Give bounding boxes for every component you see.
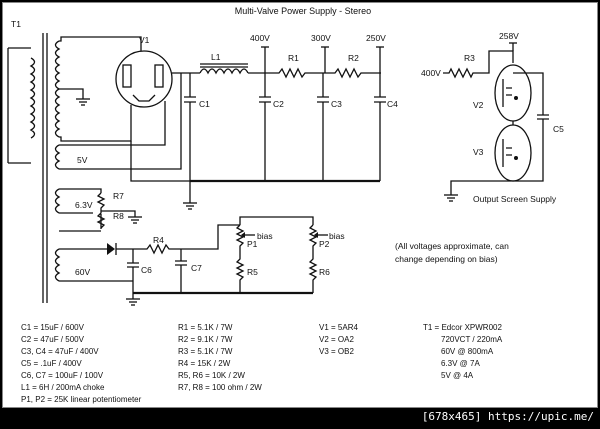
svg-text:V3 = OB2: V3 = OB2 [319,347,354,356]
schematic-diagram: Multi-Valve Power Supply - Stereo T1 V1 [7,6,564,404]
svg-text:R2 = 9.1K / 7W: R2 = 9.1K / 7W [178,335,233,344]
svg-text:Output Screen Supply: Output Screen Supply [473,194,557,204]
svg-text:V2 = OA2: V2 = OA2 [319,335,354,344]
diagram-title: Multi-Valve Power Supply - Stereo [235,6,371,16]
svg-text:R3: R3 [464,53,475,63]
svg-text:T1 = Edcor XPWR002: T1 = Edcor XPWR002 [423,323,502,332]
svg-text:400V: 400V [250,33,270,43]
svg-text:C3, C4 = 47uF / 400V: C3, C4 = 47uF / 400V [21,347,99,356]
capacitor-c2: C2 [259,73,284,181]
svg-text:T1: T1 [11,19,21,29]
capacitor-c7: C7 [175,249,202,293]
capacitor-c4: C4 [374,73,398,181]
parts-col3: V1 = 5AR4 V2 = OA2 V3 = OB2 [319,323,358,356]
ground-main [183,202,197,210]
svg-text:C5: C5 [553,124,564,134]
svg-text:R1 = 5.1K / 7W: R1 = 5.1K / 7W [178,323,233,332]
svg-text:400V: 400V [421,68,441,78]
ground-bias [126,293,140,306]
bottom-bar [0,408,600,429]
capacitor-c3: C3 [317,73,342,181]
svg-text:R5, R6 = 10K / 2W: R5, R6 = 10K / 2W [178,371,245,380]
svg-text:R5: R5 [247,267,258,277]
svg-text:C5 = .1uF / 400V: C5 = .1uF / 400V [21,359,82,368]
transformer-t1: T1 [7,19,61,303]
svg-text:V1 = 5AR4: V1 = 5AR4 [319,323,358,332]
svg-text:6.3V: 6.3V [75,200,93,210]
svg-text:R8: R8 [113,211,124,221]
svg-text:C3: C3 [331,99,342,109]
svg-text:R2: R2 [348,53,359,63]
svg-text:60V: 60V [75,267,90,277]
output-screen-supply: 258V 400V R3 V2 V3 C5 Output Screen Supp… [421,31,564,204]
svg-text:bias: bias [257,231,273,241]
svg-text:5V @ 4A: 5V @ 4A [441,371,474,380]
capacitor-c6: C6 [127,249,152,293]
svg-text:V2: V2 [473,100,484,110]
parts-col4: T1 = Edcor XPWR002 720VCT / 220mA 60V @ … [423,323,503,380]
parts-col2: R1 = 5.1K / 7W R2 = 9.1K / 7W R3 = 5.1K … [178,323,262,392]
svg-text:R4: R4 [153,235,164,245]
svg-text:V3: V3 [473,147,484,157]
svg-text:C2 = 47uF / 500V: C2 = 47uF / 500V [21,335,85,344]
svg-text:258V: 258V [499,31,519,41]
svg-text:V1: V1 [139,35,150,45]
ground-ct [76,98,90,106]
svg-text:5V: 5V [77,155,88,165]
svg-text:R6: R6 [319,267,330,277]
potentiometer-p2: P2 bias [308,224,345,255]
ground-heater [128,216,142,224]
svg-text:P1: P1 [247,239,258,249]
svg-text:720VCT / 220mA: 720VCT / 220mA [441,335,503,344]
svg-text:R7: R7 [113,191,124,201]
svg-text:R4 = 15K / 2W: R4 = 15K / 2W [178,359,231,368]
svg-text:C1: C1 [199,99,210,109]
potentiometer-p1: P1 bias [235,224,273,255]
svg-text:L1 = 6H / 200mA choke: L1 = 6H / 200mA choke [21,383,105,392]
svg-text:C6: C6 [141,265,152,275]
svg-text:R3 = 5.1K / 7W: R3 = 5.1K / 7W [178,347,233,356]
svg-text:L1: L1 [211,52,221,62]
svg-text:C2: C2 [273,99,284,109]
svg-text:300V: 300V [311,33,331,43]
svg-text:6.3V @ 7A: 6.3V @ 7A [441,359,480,368]
svg-text:bias: bias [329,231,345,241]
svg-text:C6, C7 = 100uF / 100V: C6, C7 = 100uF / 100V [21,371,104,380]
svg-text:P2: P2 [319,239,330,249]
svg-text:250V: 250V [366,33,386,43]
svg-text:C1 = 15uF / 600V: C1 = 15uF / 600V [21,323,85,332]
watermark-text: [678x465] https://upic.me/ [421,410,594,423]
resistor-r6: R6 [308,255,330,293]
svg-text:60V @ 800mA: 60V @ 800mA [441,347,494,356]
diode [107,243,117,255]
capacitor-c1: C1 [184,73,210,181]
svg-text:R7, R8 = 100 ohm / 2W: R7, R8 = 100 ohm / 2W [178,383,262,392]
rectifier-v1: V1 [115,35,173,108]
resistor-r5: R5 [235,255,258,293]
svg-text:R1: R1 [288,53,299,63]
schematic-frame: Multi-Valve Power Supply - Stereo T1 V1 [2,2,598,408]
note-line-2: change depending on bias) [395,254,498,264]
svg-text:P1, P2 = 25K linear potentiome: P1, P2 = 25K linear potentiometer [21,395,142,404]
note-line-1: (All voltages approximate, can [395,241,509,251]
choke-l1: L1 [199,52,249,75]
parts-col1: C1 = 15uF / 600V C2 = 47uF / 500V C3, C4… [21,323,142,404]
svg-text:C4: C4 [387,99,398,109]
svg-text:C7: C7 [191,263,202,273]
